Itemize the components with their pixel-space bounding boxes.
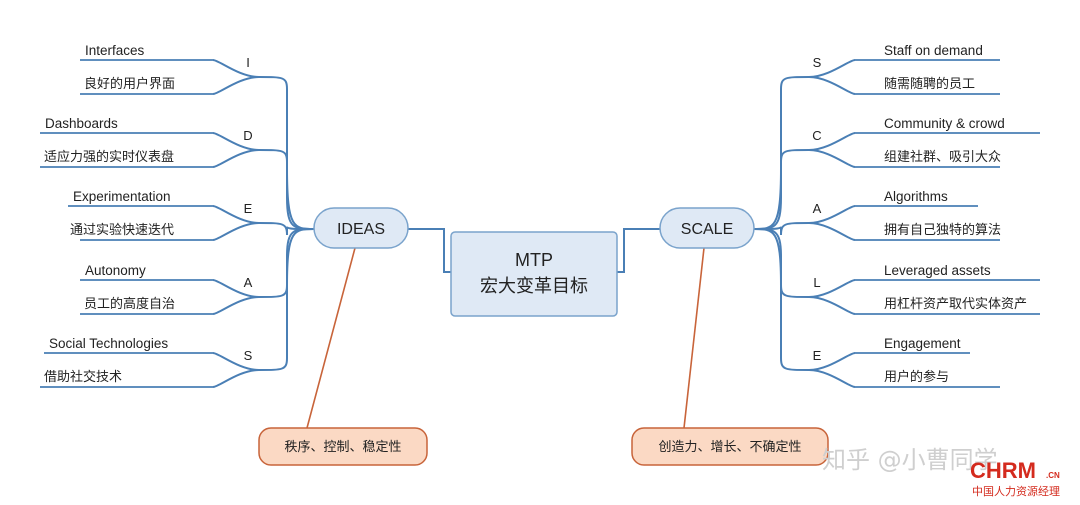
center-subtitle: 宏大变革目标 [480,276,588,296]
left-item-zh-5: 借助社交技术 [44,369,122,385]
left-item-zh-2: 适应力强的实时仪表盘 [44,149,174,165]
left-item-zh-3: 通过实验快速迭代 [70,222,174,238]
left-bracket-bottom-3 [212,222,260,241]
ideas-center-connector [408,228,451,273]
scale-note-text: 创造力、增长、不确定性 [658,440,801,455]
right-item-en-4: Leveraged assets [884,263,991,278]
left-bracket-bottom-2 [212,149,260,168]
left-item-en-1: Interfaces [85,43,145,58]
right-item-zh-3: 拥有自己独特的算法 [884,222,1001,238]
scale-branches: S Staff on demand 随需随聘的员工 C Community & crow… [753,43,1040,388]
left-letter-3: E [244,201,253,216]
left-item-en-2: Dashboards [45,116,118,131]
left-item-en-4: Autonomy [85,263,146,278]
chrm-logo: CHRM .CN 中国人力资源经理 [970,458,1060,498]
left-letter-4: A [244,275,253,290]
left-bracket-bottom-1 [212,76,260,95]
scale-hub-label: SCALE [681,221,733,238]
left-letter-2: D [243,128,252,143]
left-trunk-2 [258,149,315,230]
right-bracket-bottom-5 [808,369,856,388]
scale-center-connector [617,228,660,273]
left-trunk-5 [258,228,315,371]
ideas-note-text: 秩序、控制、稳定性 [284,439,401,455]
right-item-zh-1: 随需随聘的员工 [884,76,975,92]
right-item-zh-5: 用户的参与 [884,369,949,385]
scale-hub: SCALE [659,207,755,249]
left-bracket-top-1 [212,59,260,78]
right-bracket-bottom-4 [808,296,856,315]
right-trunk-2 [753,149,810,230]
left-item-zh-4: 员工的高度自治 [84,296,175,312]
left-item-en-5: Social Technologies [49,336,168,351]
left-bracket-bottom-4 [212,296,260,315]
right-bracket-bottom-1 [808,76,856,95]
right-bracket-bottom-3 [808,222,856,241]
scale-note-leader [683,247,705,429]
ideas-branches: I Interfaces 良好的用户界面 D Dashboards 适应力强的实时仪表盘 E… [40,43,315,388]
left-bracket-bottom-5 [212,369,260,388]
ideas-note: 秩序、控制、稳定性 [258,427,428,466]
left-letter-5: S [244,348,253,363]
ideas-hub: IDEAS [313,207,409,249]
center-node: MTP 宏大变革目标 [450,231,618,317]
chrm-logo-text: CHRM [970,458,1036,483]
scale-note: 创造力、增长、不确定性 [631,427,829,466]
right-item-en-3: Algorithms [884,189,948,204]
right-letter-1: S [813,55,822,70]
left-item-zh-1: 良好的用户界面 [84,76,175,92]
zhihu-watermark: 知乎 @小曹同学 [822,446,998,474]
right-item-en-2: Community & crowd [884,116,1005,131]
right-letter-3: A [813,201,822,216]
right-item-en-5: Engagement [884,336,961,351]
right-letter-4: L [813,275,820,290]
right-letter-2: C [812,128,821,143]
right-trunk-5 [753,228,810,371]
right-item-zh-4: 用杠杆资产取代实体资产 [884,296,1027,312]
chrm-logo-subtitle: 中国人力资源经理 [972,484,1060,498]
ideas-hub-label: IDEAS [337,221,385,238]
right-item-zh-2: 组建社群、吸引大众 [884,149,1001,165]
chrm-logo-suffix: .CN [1046,471,1060,480]
right-bracket-bottom-2 [808,149,856,168]
ideas-note-leader [306,247,356,429]
right-item-en-1: Staff on demand [884,43,983,58]
right-letter-5: E [813,348,822,363]
center-title: MTP [515,250,553,270]
left-item-en-3: Experimentation [73,189,171,204]
left-letter-1: I [246,55,250,70]
